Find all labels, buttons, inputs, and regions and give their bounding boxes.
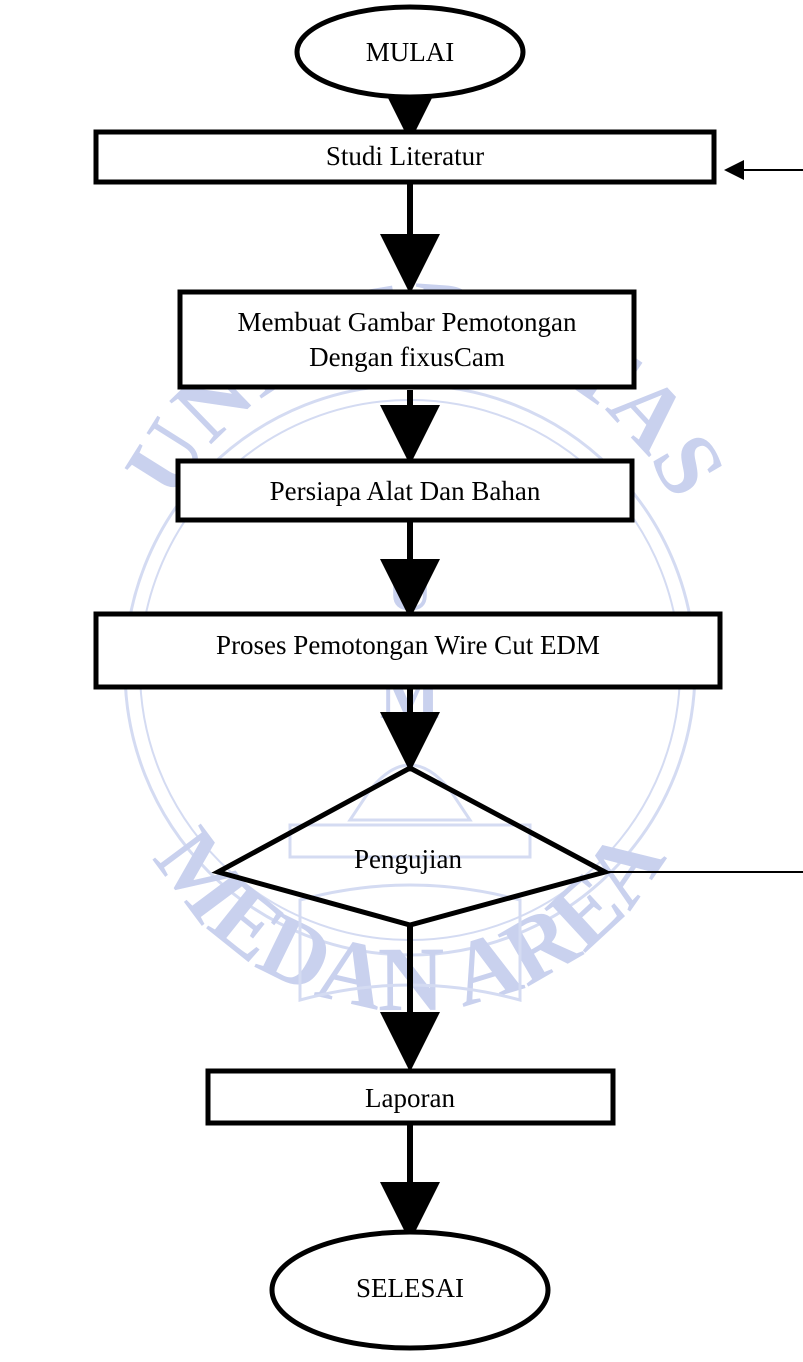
process-box-proses bbox=[93, 611, 723, 690]
persiapa-label: Persiapa Alat Dan Bahan bbox=[270, 476, 541, 506]
process-box-laporan bbox=[205, 1068, 616, 1126]
node-pengujian: Pengujian bbox=[211, 765, 612, 928]
node-studi-literatur: Studi Literatur bbox=[93, 129, 717, 185]
seal-band bbox=[288, 823, 532, 859]
node-selesai: SELESAI bbox=[269, 1229, 551, 1351]
terminator-end-shape bbox=[269, 1229, 551, 1351]
start-label: MULAI bbox=[366, 37, 455, 67]
node-membuat-gambar: Membuat Gambar Pemotongan Dengan fixusCa… bbox=[177, 289, 637, 390]
node-mulai: MULAI bbox=[294, 4, 526, 100]
pengujian-label: Pengujian bbox=[354, 844, 462, 874]
process-box-studi bbox=[93, 129, 717, 185]
decision-diamond bbox=[211, 765, 612, 928]
process-box-persiapa bbox=[175, 458, 635, 523]
membuat-label-line1: Membuat Gambar Pemotongan bbox=[238, 307, 577, 337]
node-laporan: Laporan bbox=[205, 1068, 616, 1126]
studi-label: Studi Literatur bbox=[326, 141, 484, 171]
node-persiapa: Persiapa Alat Dan Bahan bbox=[175, 458, 635, 523]
end-label: SELESAI bbox=[356, 1273, 464, 1303]
laporan-label: Laporan bbox=[365, 1083, 455, 1113]
terminator-start-shape bbox=[294, 4, 526, 100]
membuat-label-line2: Dengan fixusCam bbox=[309, 342, 505, 372]
node-proses: Proses Pemotongan Wire Cut EDM bbox=[93, 611, 723, 690]
seal-book-emblem bbox=[298, 883, 522, 1002]
process-box-membuat bbox=[177, 289, 637, 390]
proses-label: Proses Pemotongan Wire Cut EDM bbox=[216, 630, 600, 660]
connectors bbox=[380, 82, 803, 1242]
